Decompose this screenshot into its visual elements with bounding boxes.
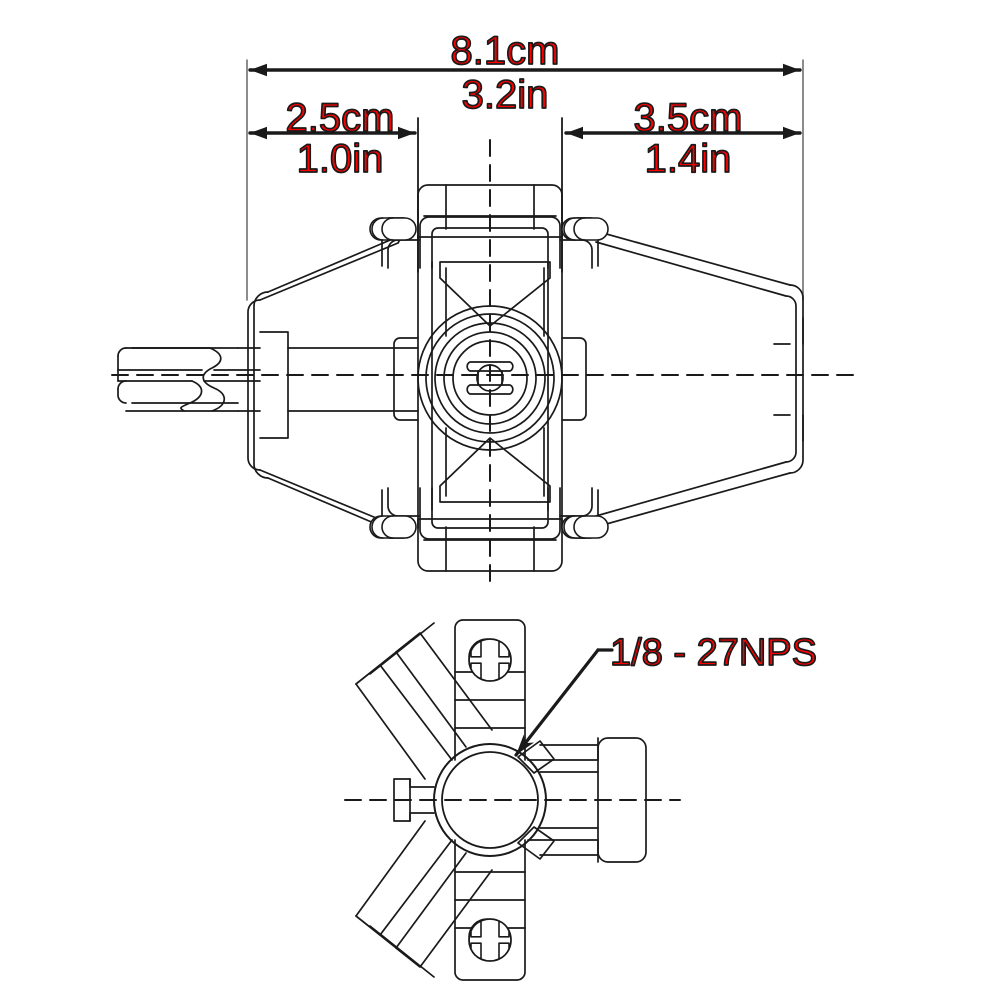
bottom-port-body xyxy=(454,839,526,981)
top-port-cap-icon xyxy=(468,638,512,682)
top-cap-vertical-lines xyxy=(445,184,535,230)
bottom-right-nut xyxy=(561,515,609,539)
bottom-port-cap-icon xyxy=(468,918,512,962)
ll-leg-outer xyxy=(355,820,426,936)
left-wing-upper-outer xyxy=(267,234,403,293)
top-port-body xyxy=(454,619,526,761)
top-right-nut xyxy=(561,217,609,241)
tube-cap-tl xyxy=(117,347,127,357)
hub-slot-sides xyxy=(477,370,503,386)
right-wing-lower-outer xyxy=(591,472,791,529)
right-wing-face-outer xyxy=(789,284,804,474)
right-port-boss xyxy=(561,337,587,421)
top-right-arm xyxy=(559,239,593,269)
ul-leg-endcap-line xyxy=(369,622,435,675)
left-wing xyxy=(247,234,419,536)
right-wing-upper-outer xyxy=(591,229,791,286)
right-port-lower-gusset xyxy=(517,826,555,860)
dimension-left-imperial: 1.0in xyxy=(297,137,384,181)
lower-chevron-legs xyxy=(445,427,545,497)
upper-chevron-legs xyxy=(445,267,545,337)
break-line-upper xyxy=(202,347,226,412)
lower-chevron xyxy=(439,437,551,503)
left-port-boss xyxy=(393,337,419,421)
ul-leg-endcap xyxy=(355,632,421,685)
break-line-lower xyxy=(180,380,203,412)
thread-callout-leader xyxy=(514,648,600,757)
right-wing-inner-ticks xyxy=(773,343,791,416)
ll-leg-endcap-line xyxy=(369,925,435,978)
bottom-right-arm xyxy=(559,487,593,517)
bottom-left-nut xyxy=(369,515,417,539)
ul-leg-edge-a xyxy=(379,664,453,761)
dimension-right-imperial: 1.4in xyxy=(645,137,732,181)
endview-bottom-port xyxy=(454,839,526,981)
endview-top-port xyxy=(454,619,526,761)
right-wing-lower-inner xyxy=(595,461,787,517)
dimension-left-metric: 2.5cm xyxy=(286,96,395,140)
ul-leg-outer xyxy=(355,664,426,780)
dimension-right-metric: 3.5cm xyxy=(634,96,743,140)
right-wing-upper-inner xyxy=(595,241,787,297)
right-wing xyxy=(577,228,804,530)
upper-chevron xyxy=(439,261,551,327)
top-left-arm xyxy=(387,239,421,269)
dimension-overall-metric: 8.1cm xyxy=(451,29,560,73)
bottom-left-arm xyxy=(387,487,421,517)
hub-slot-lower xyxy=(466,384,514,395)
right-port-ribs xyxy=(539,744,599,856)
endview-leg-lower-left xyxy=(355,820,493,978)
end-view xyxy=(344,619,681,981)
thread-callout-label: 1/8 - 27NPS xyxy=(610,632,817,674)
top-left-nut xyxy=(369,217,417,241)
bottom-cap-block xyxy=(417,518,563,572)
hub-slot-upper xyxy=(466,361,514,372)
bottom-cap-vertical-lines xyxy=(445,526,535,572)
dimension-block xyxy=(246,59,804,301)
left-wing-face-outer xyxy=(253,291,269,479)
tube-cap-bl2 xyxy=(117,388,127,404)
ll-leg-edge-a xyxy=(379,839,453,936)
front-elevation-view xyxy=(111,139,856,591)
left-flange xyxy=(259,331,289,439)
right-wing-face-inner xyxy=(785,295,797,463)
endview-hub-inner xyxy=(441,751,539,849)
left-wing-upper-inner xyxy=(259,242,399,301)
ll-leg-endcap xyxy=(355,915,421,968)
inlet-tube xyxy=(117,347,261,412)
tube-cap-bl xyxy=(117,380,127,390)
dimension-overall-imperial: 3.2in xyxy=(462,73,549,117)
top-cap-block xyxy=(417,184,563,238)
